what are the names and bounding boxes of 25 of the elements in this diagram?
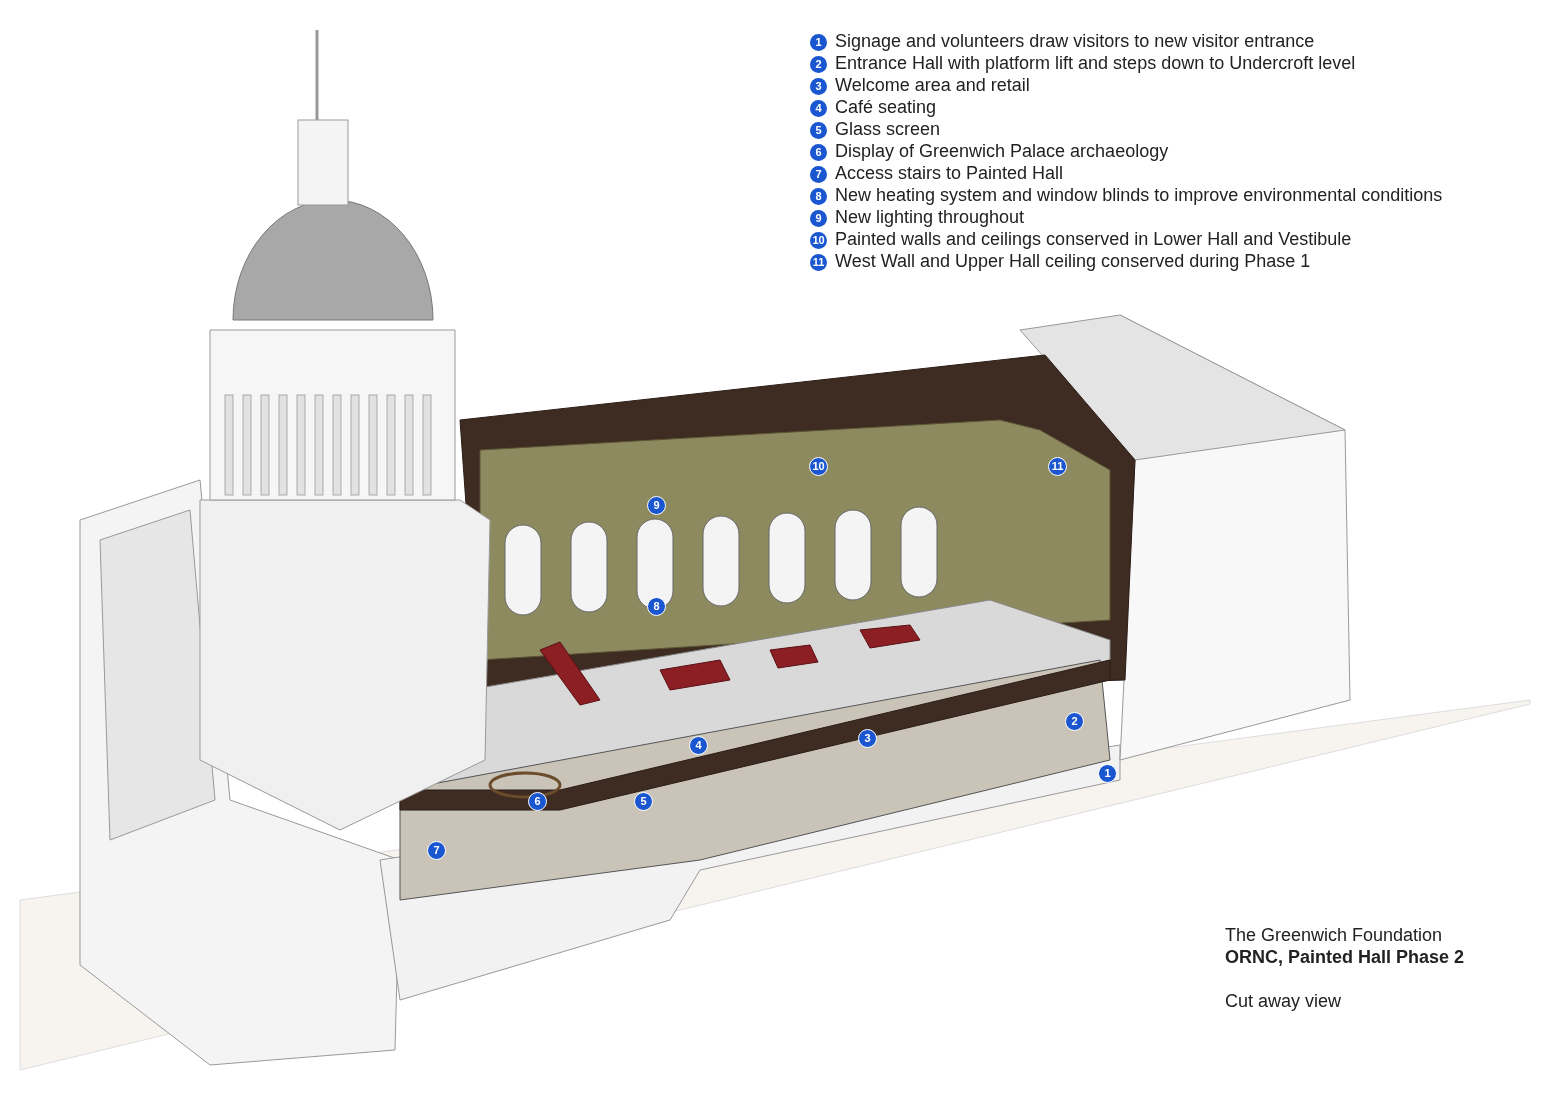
callout-number: 7 [810, 166, 827, 183]
key-description: Display of Greenwich Palace archaeology [835, 141, 1169, 161]
key-description: Access stairs to Painted Hall [835, 163, 1064, 183]
key-description: Signage and volunteers draw visitors to new visitor entrance [835, 31, 1315, 51]
key-description: New heating system and window blinds to improve environmental conditions [835, 185, 1443, 205]
key-description: Entrance Hall with platform lift and steps down to Undercroft level [835, 53, 1356, 73]
project-title: ORNC, Painted Hall Phase 2 [1225, 947, 1465, 968]
key-description: Glass screen [835, 119, 941, 139]
view-type: Cut away view [1225, 991, 1342, 1012]
callout-number: 2 [810, 56, 827, 73]
callout-number: 8 [810, 188, 827, 205]
key-description: Painted walls and ceilings conserved in Lower Hall and Vestibule [835, 229, 1352, 249]
key-description: Welcome area and retail [835, 75, 1030, 95]
callout-number: 1 [810, 34, 827, 51]
callout-number: 5 [810, 122, 827, 139]
key-description: New lighting throughout [835, 207, 1025, 227]
client-name: The Greenwich Foundation [1225, 925, 1443, 946]
callout-number: 3 [810, 78, 827, 95]
callout-number: 6 [810, 144, 827, 161]
key-description: West Wall and Upper Hall ceiling conserved during Phase 1 [835, 251, 1311, 271]
callout-number: 11 [810, 254, 827, 271]
callout-number: 4 [810, 100, 827, 117]
callout-number: 10 [810, 232, 827, 249]
key-description: Café seating [835, 97, 937, 117]
callout-number: 9 [810, 210, 827, 227]
